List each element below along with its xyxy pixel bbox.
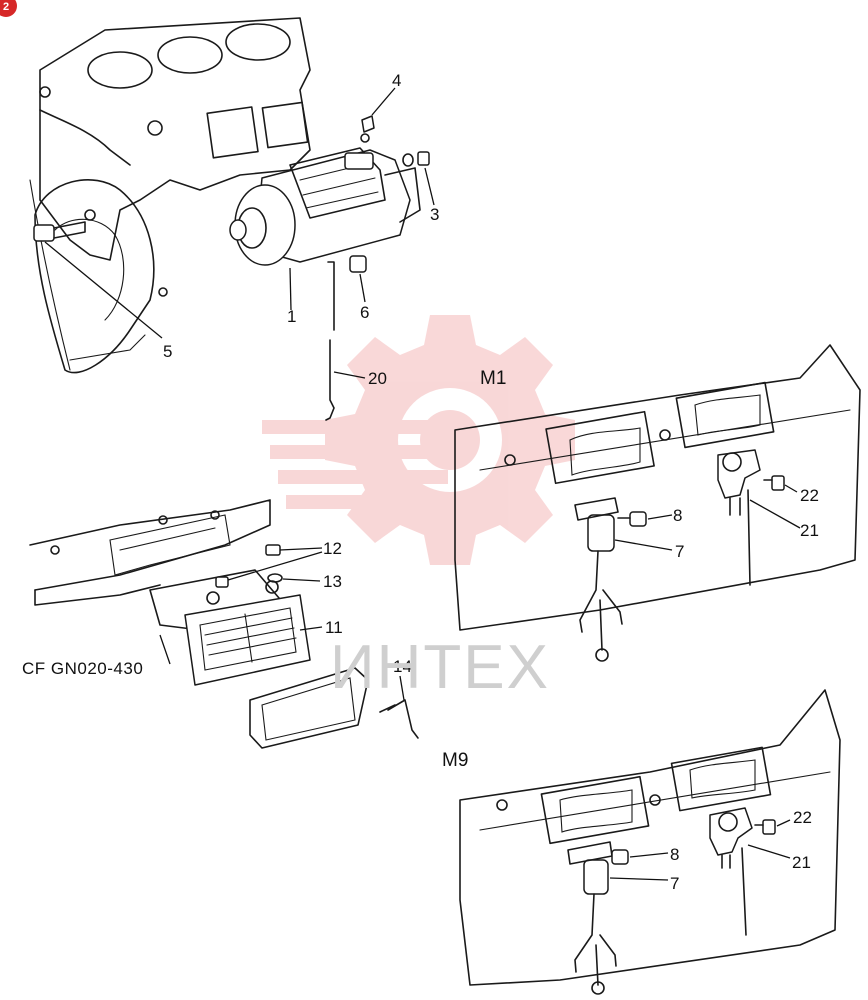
heater-element-11 [184, 580, 323, 686]
starter-motor [229, 147, 421, 311]
label-part-4: 4 [392, 71, 401, 90]
m1-bolt-8 [617, 511, 673, 527]
m1-sensor-21 [717, 449, 801, 586]
label-m9-part-7: 7 [670, 874, 679, 893]
view-label-m1: M1 [480, 368, 506, 389]
m9-block-face [459, 689, 841, 986]
label-m9-part-8: 8 [670, 845, 679, 864]
label-part-3: 3 [430, 205, 439, 224]
view-label-m9: M9 [442, 750, 468, 771]
ref-leader [159, 634, 171, 665]
intake-manifold [29, 499, 271, 606]
label-m9-part-21: 21 [792, 853, 811, 872]
m1-sensor-7 [574, 497, 673, 662]
label-m1-part-7: 7 [675, 542, 684, 561]
watermark-text: ИНТЕХ [330, 633, 550, 702]
m9-bolt-22 [754, 819, 791, 835]
m9-bolt-8 [611, 849, 669, 865]
nut-3 [402, 151, 435, 206]
reference-code: CF GN020-430 [22, 659, 143, 678]
cable-20 [325, 261, 366, 421]
gasket-lower [249, 667, 369, 749]
washer-13 [267, 573, 321, 583]
label-part-20: 20 [368, 369, 387, 388]
bracket-14 [379, 675, 419, 739]
label-m1-part-22: 22 [800, 486, 819, 505]
label-part-14: 14 [393, 657, 412, 676]
nut-12 [215, 544, 323, 588]
label-part-13: 13 [323, 572, 342, 591]
bolt-5 [33, 221, 163, 339]
label-part-12: 12 [323, 539, 342, 558]
label-part-6: 6 [360, 303, 369, 322]
corner-badge: 2 [0, 0, 17, 17]
screw-4 [360, 87, 396, 143]
label-part-1: 1 [287, 307, 296, 326]
label-m9-part-22: 22 [793, 808, 812, 827]
label-m1-part-21: 21 [800, 521, 819, 540]
label-part-5: 5 [163, 342, 172, 361]
svg-text:2: 2 [3, 1, 9, 13]
m1-block-face [454, 344, 861, 631]
m9-sensor-7 [567, 841, 669, 995]
m1-bolt-22 [763, 475, 798, 493]
watermark-gear-logo [262, 315, 575, 565]
cap-6 [349, 255, 367, 303]
engine-block [29, 17, 311, 374]
label-m1-part-8: 8 [673, 506, 682, 525]
label-part-11: 11 [325, 618, 343, 637]
m9-sensor-21 [709, 807, 791, 936]
